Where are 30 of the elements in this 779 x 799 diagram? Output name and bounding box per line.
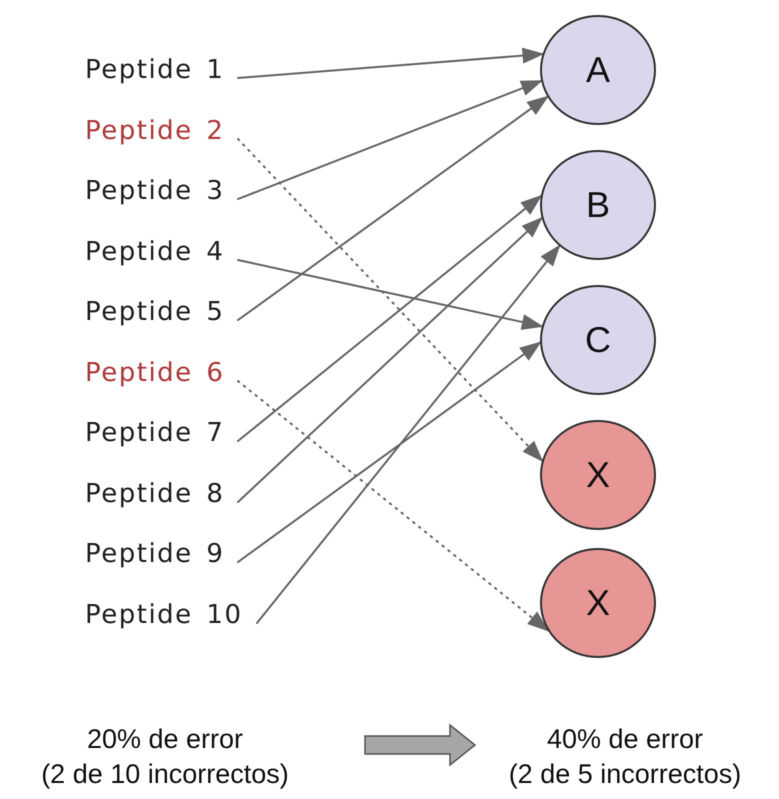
summary-text: 20% de error [86,723,244,756]
circle-node: X [540,420,656,530]
arrow [237,194,542,442]
peptide-label: Peptide 10 [85,600,243,630]
summary-text: (2 de 10 incorrectos) [41,758,289,791]
summary-text: (2 de 5 incorrectos) [508,758,742,791]
arrow [237,138,544,462]
arrow [237,259,544,330]
circle-node: C [540,285,656,395]
peptide-label: Peptide 6 [85,358,224,388]
block-arrow [364,723,476,767]
arrow [237,216,544,503]
summary-text: 40% de error [546,723,704,756]
arrow [237,48,544,79]
peptide-label: Peptide 9 [85,539,224,569]
arrow [256,244,561,624]
circle-node: A [540,15,656,125]
arrow [237,80,544,200]
peptide-label: Peptide 5 [85,297,224,327]
arrow [237,380,550,632]
peptide-label: Peptide 8 [85,478,224,508]
arrow [237,96,549,321]
arrow [237,341,542,563]
peptide-label: Peptide 7 [85,418,224,448]
circle-node: X [540,548,656,658]
peptide-label: Peptide 2 [85,116,224,146]
peptide-label: Peptide 4 [85,236,224,266]
peptide-label: Peptide 1 [85,55,224,85]
circle-node: B [540,150,656,260]
peptide-label: Peptide 3 [85,176,224,206]
